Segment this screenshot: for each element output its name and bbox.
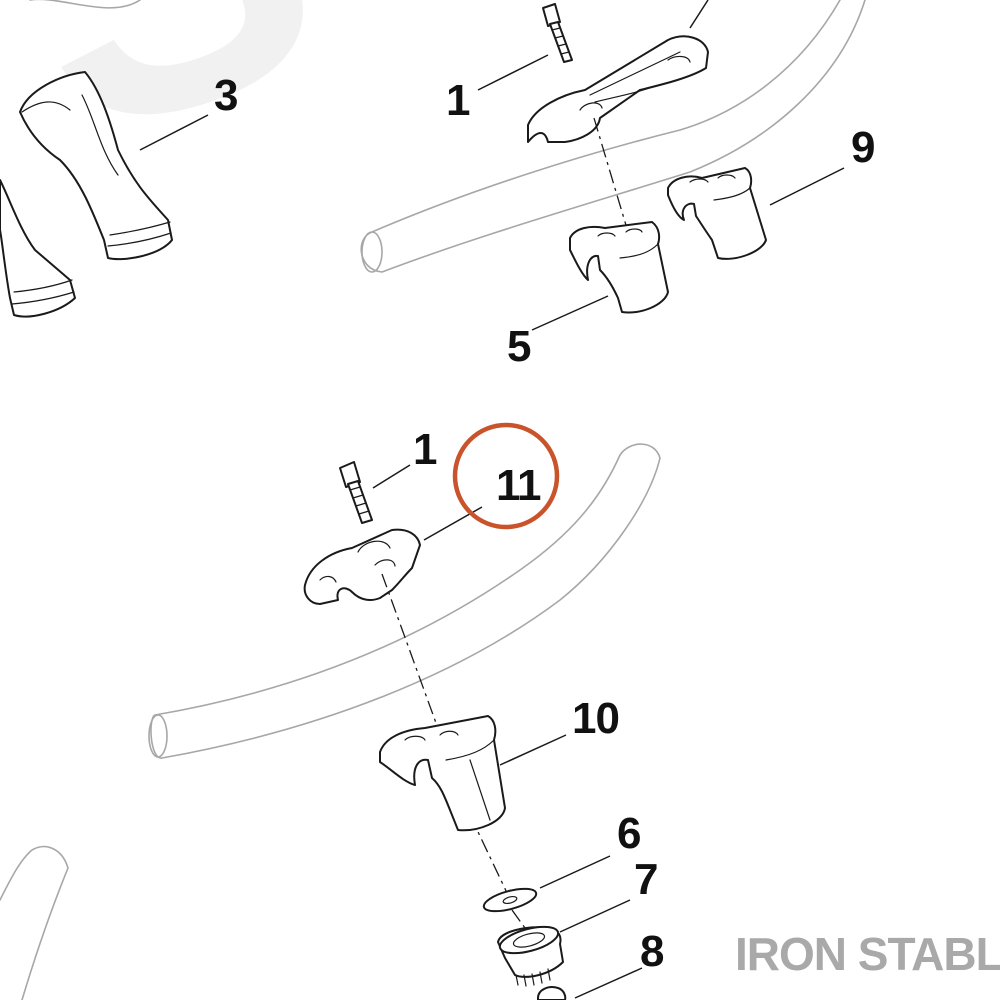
handlebar-left-edge [29, 0, 141, 9]
callout-1-top: 1 [446, 76, 470, 125]
callout-10: 10 [572, 694, 619, 743]
handlebar-lower [150, 443, 661, 759]
leader-top-edge [689, 0, 709, 29]
brand-label: IRON STABLE [735, 928, 1000, 980]
handlebar-corner-bottom [0, 845, 69, 1000]
leader-5 [531, 295, 609, 331]
leader-11 [423, 506, 483, 541]
centerline-bottom-end [511, 909, 531, 936]
leader-6 [539, 855, 611, 889]
callout-9: 9 [851, 123, 874, 172]
washer-part-6 [482, 887, 538, 913]
callout-11: 11 [496, 461, 541, 510]
leader-10 [499, 734, 567, 766]
callout-5: 5 [507, 322, 531, 371]
handlebar-lower-end [148, 714, 168, 758]
centerline-bottom-upper [381, 573, 441, 735]
bushing-part-7 [497, 925, 564, 987]
leader-8 [574, 967, 643, 999]
leader-1-bottom [372, 464, 411, 489]
top-clamp-upper [527, 35, 709, 143]
leader-3 [139, 114, 209, 151]
callout-3: 3 [214, 71, 237, 120]
bolt-part-1-top [542, 3, 573, 63]
centerline-top [593, 117, 629, 233]
callout-8: 8 [640, 927, 664, 976]
riser-part-9 [667, 167, 767, 260]
highlight-circle [452, 422, 560, 530]
grip-part-3 [19, 71, 173, 261]
callout-6: 6 [617, 809, 640, 858]
grip-left-partial [0, 179, 76, 318]
bolt-part-1-bottom [339, 461, 373, 524]
leader-7 [559, 899, 631, 933]
leader-9 [769, 167, 845, 206]
spacer-part-8 [537, 986, 567, 1000]
callout-7: 7 [634, 855, 657, 904]
riser-part-5 [569, 221, 669, 314]
callout-1-bottom: 1 [413, 425, 437, 474]
clamp-part-11 [303, 528, 421, 605]
leader-1-top [477, 54, 549, 91]
riser-part-10 [379, 715, 506, 832]
handlebar-upper-end [361, 231, 383, 273]
centerline-bottom-lower [469, 814, 509, 896]
